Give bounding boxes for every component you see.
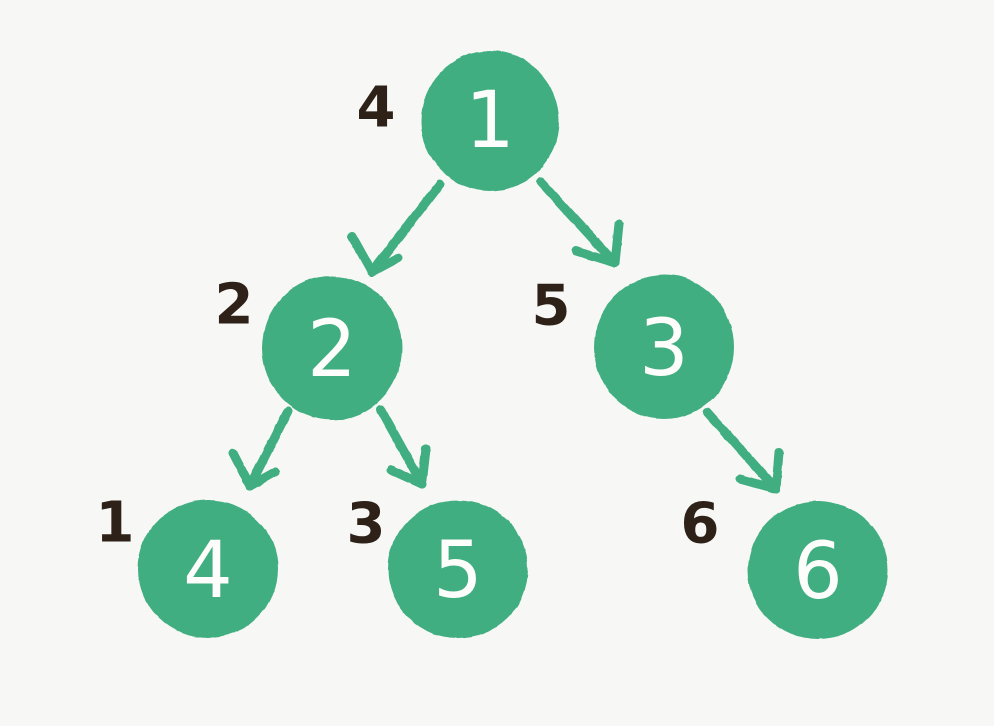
- node-value-4: 4: [183, 526, 233, 616]
- edge-n1-n3: [536, 177, 624, 268]
- tree-node-3[interactable]: 3: [594, 275, 734, 419]
- node-circle-1[interactable]: [421, 51, 559, 191]
- tree-node-4[interactable]: 4: [138, 500, 278, 638]
- node-value-3: 3: [639, 304, 689, 394]
- node-value-5: 5: [433, 526, 483, 616]
- order-label-node-3: 5: [532, 274, 571, 339]
- node-circle-4[interactable]: [138, 500, 278, 638]
- tree-node-6[interactable]: 6: [748, 501, 888, 639]
- edge-group: [228, 177, 784, 494]
- order-label-group: 4 2 5 1 3 6: [96, 76, 720, 557]
- node-value-1: 1: [465, 76, 515, 166]
- node-circle-5[interactable]: [388, 500, 528, 638]
- node-value-2: 2: [307, 305, 357, 395]
- order-label-node-6: 6: [681, 492, 720, 557]
- order-label-node-1: 4: [357, 76, 396, 141]
- order-label-node-4: 1: [96, 491, 135, 556]
- tree-node-5[interactable]: 5: [388, 500, 528, 638]
- node-circle-3[interactable]: [594, 275, 734, 419]
- edge-n1-n2: [347, 179, 445, 277]
- edge-n2-n4: [228, 406, 293, 491]
- node-circle-2[interactable]: [262, 276, 402, 420]
- tree-node-2[interactable]: 2: [262, 276, 402, 420]
- node-value-6: 6: [793, 527, 843, 617]
- order-label-node-5: 3: [347, 492, 386, 557]
- tree-node-1[interactable]: 1: [421, 51, 559, 191]
- edge-n3-n6: [702, 407, 784, 494]
- node-group: 1 2 3 4 5: [138, 51, 888, 639]
- order-label-node-2: 2: [215, 273, 254, 338]
- node-circle-6[interactable]: [748, 501, 888, 639]
- edge-n2-n5: [376, 405, 431, 489]
